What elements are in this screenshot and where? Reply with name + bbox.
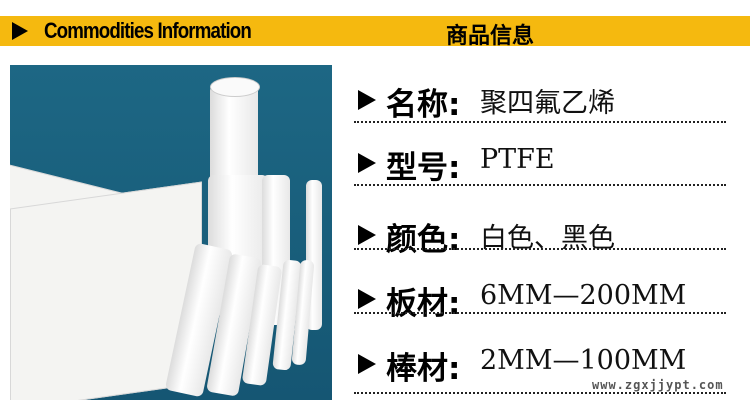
spec-value: 6MM—200MM <box>480 280 687 311</box>
divider <box>354 248 726 250</box>
spec-label: 型号: <box>386 150 461 186</box>
spec-label: 颜色: <box>386 222 461 258</box>
play-arrow-icon <box>12 22 28 40</box>
play-arrow-icon <box>358 225 376 245</box>
spec-row-model: 型号: PTFE <box>352 136 732 186</box>
spec-value: PTFE <box>480 144 555 175</box>
play-arrow-icon <box>358 90 376 110</box>
spec-row-color: 颜色: 白色、黑色 <box>352 208 732 258</box>
spec-value: 2MM—100MM <box>480 345 687 376</box>
play-arrow-icon <box>358 289 376 309</box>
spec-value: 聚四氟乙烯 <box>480 88 615 119</box>
spec-row-name: 名称: 聚四氟乙烯 <box>352 73 732 123</box>
spec-label: 棒材: <box>386 351 461 387</box>
divider <box>354 392 726 394</box>
header-title-cn: 商品信息 <box>446 24 535 49</box>
spec-row-sheet: 板材: 6MM—200MM <box>352 272 732 322</box>
divider <box>354 312 726 314</box>
header-band: Commodities Information 商品信息 <box>0 16 750 49</box>
spec-label: 名称: <box>386 87 461 123</box>
spec-row-rod: 棒材: 2MM—100MM <box>352 337 732 387</box>
watermark: www.zgxjjypt.com <box>592 378 724 392</box>
play-arrow-icon <box>358 354 376 374</box>
spec-label: 板材: <box>386 286 461 322</box>
play-arrow-icon <box>358 153 376 173</box>
divider <box>354 184 726 186</box>
product-photo <box>10 65 332 400</box>
header-title-en: Commodities Information <box>44 18 252 43</box>
divider <box>354 121 726 123</box>
